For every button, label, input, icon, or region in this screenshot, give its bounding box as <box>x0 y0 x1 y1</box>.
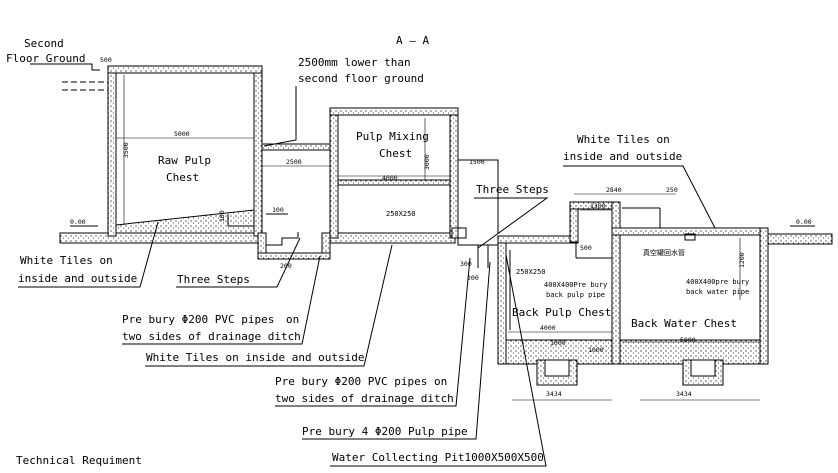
svg-text:3434: 3434 <box>546 390 562 398</box>
svg-text:3500: 3500 <box>122 142 130 158</box>
section-mark: A — A <box>396 34 429 47</box>
label-pre-bury-1b: on <box>286 313 299 326</box>
svg-text:5000: 5000 <box>174 130 190 138</box>
label-white-tiles-mid: White Tiles on inside and outside <box>146 351 365 364</box>
label-water-pit: Water Collecting Pit1000X500X500 <box>332 451 544 464</box>
label-three-steps-right: Three Steps <box>476 183 549 196</box>
label-back-pulp-pipe-2: back pulp pipe <box>546 291 605 299</box>
label-opening-2: 250X250 <box>516 268 546 276</box>
dimension-lines <box>116 75 760 401</box>
svg-text:200: 200 <box>467 274 479 282</box>
svg-text:5000: 5000 <box>680 336 696 344</box>
label-back-pulp-pipe-1: 400X400Pre bury <box>544 281 607 289</box>
svg-text:3000: 3000 <box>423 154 431 170</box>
label-lower-than-1: 2500mm lower than <box>298 56 411 69</box>
label-second-floor-2: Floor Ground <box>6 52 85 65</box>
label-back-water-pipe-2: back water pipe <box>686 288 749 296</box>
label-cn-note: 真空罐回水管 <box>643 248 685 257</box>
svg-text:200: 200 <box>280 262 292 270</box>
label-opening-1: 250X250 <box>386 210 416 218</box>
back-chests <box>497 201 769 386</box>
footer-title: Technical Requiment <box>16 454 142 467</box>
svg-text:100: 100 <box>272 206 284 214</box>
dimension-text: 500 5000 3500 2500 4000 3000 1500 2840 1… <box>70 56 812 398</box>
svg-text:4000: 4000 <box>382 174 398 182</box>
svg-text:0.00: 0.00 <box>70 218 86 226</box>
label-pre-bury-2b: two sides of drainage ditch <box>275 392 454 405</box>
label-back-water-pipe-1: 400X400pre bury <box>686 278 749 286</box>
label-second-floor-1: Second <box>24 37 64 50</box>
svg-text:300: 300 <box>460 260 472 268</box>
svg-text:4000: 4000 <box>540 324 556 332</box>
label-pre-bury-1a: Pre bury Φ200 PVC pipes <box>122 313 274 326</box>
drain-ditch-1 <box>257 143 331 260</box>
svg-text:0.00: 0.00 <box>796 218 812 226</box>
svg-text:500: 500 <box>580 244 592 252</box>
label-three-steps-left: Three Steps <box>177 273 250 286</box>
raw-pulp-chest <box>107 65 263 237</box>
label-raw-pulp-2: Chest <box>166 171 199 184</box>
label-white-tiles-top-2: inside and outside <box>563 150 682 163</box>
label-white-tiles-left-1: White Tiles on <box>20 254 113 267</box>
label-back-water-chest: Back Water Chest <box>631 317 737 330</box>
label-lower-than-2: second floor ground <box>298 72 424 85</box>
label-mixing-2: Chest <box>379 147 412 160</box>
svg-text:1000: 1000 <box>550 339 566 347</box>
svg-text:100: 100 <box>218 210 226 222</box>
label-mixing-1: Pulp Mixing <box>356 130 429 143</box>
label-white-tiles-left-2: inside and outside <box>18 272 137 285</box>
pulp-mixing-chest <box>329 107 459 239</box>
svg-text:500: 500 <box>100 56 112 64</box>
svg-text:1300: 1300 <box>590 202 606 210</box>
svg-text:250: 250 <box>666 186 678 194</box>
svg-text:2840: 2840 <box>606 186 622 194</box>
leader-lines <box>18 86 716 467</box>
svg-text:1000: 1000 <box>588 346 604 354</box>
svg-text:1200: 1200 <box>738 252 746 268</box>
svg-text:2500: 2500 <box>286 158 302 166</box>
label-pre-bury-2a: Pre bury Φ200 PVC pipes on <box>275 375 447 388</box>
second-floor-line <box>62 81 108 91</box>
label-pre-bury-1c: two sides of drainage ditch <box>122 330 301 343</box>
svg-text:3434: 3434 <box>676 390 692 398</box>
label-back-pulp-chest: Back Pulp Chest <box>512 306 611 319</box>
label-raw-pulp-1: Raw Pulp <box>158 154 211 167</box>
label-pre-bury-3: Pre bury 4 Φ200 Pulp pipe <box>302 425 468 438</box>
labels: A — A Second Floor Ground 2500mm lower t… <box>6 34 749 467</box>
svg-text:1500: 1500 <box>469 158 485 166</box>
label-white-tiles-top-1: White Tiles on <box>577 133 670 146</box>
